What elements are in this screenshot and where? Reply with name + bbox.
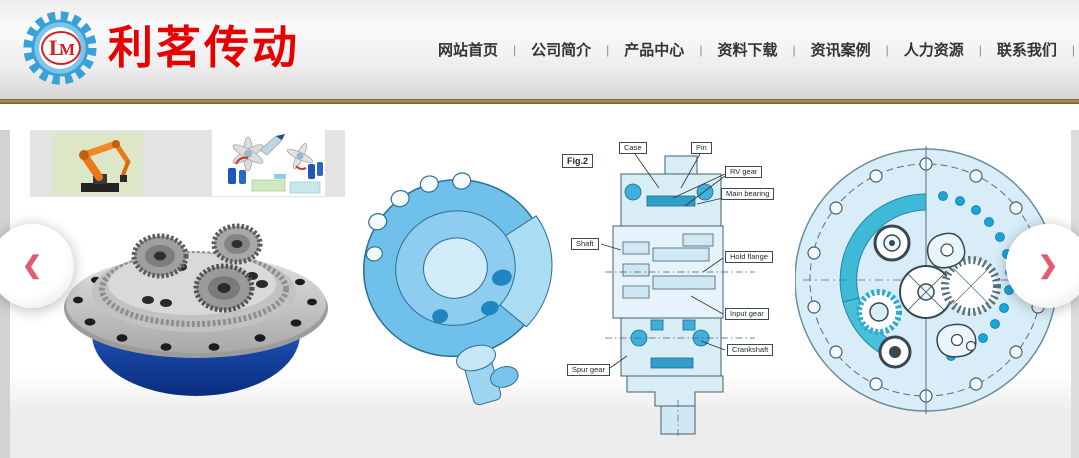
nav-separator: | — [978, 42, 982, 57]
carousel-next-button[interactable]: ❯ — [1006, 224, 1079, 308]
company-name: 利茗传动 — [108, 22, 301, 73]
nav-item-contact[interactable]: 联系我们 — [996, 42, 1057, 59]
propeller-thumbnail — [212, 130, 325, 196]
label-input-gear: Input gear — [725, 308, 769, 320]
nav-item-downloads[interactable]: 资料下载 — [717, 42, 778, 59]
label-pin: Pin — [691, 142, 712, 154]
reducer-front-diagram — [794, 140, 1058, 432]
nav-item-hr[interactable]: 人力资源 — [903, 42, 964, 59]
nav-separator: | — [1071, 42, 1075, 57]
nav-item-news[interactable]: 资讯案例 — [810, 42, 871, 59]
logo-monogram: L M — [41, 31, 81, 65]
label-hold-flange: Hold flange — [725, 251, 773, 263]
label-main-bearing: Main bearing — [721, 188, 775, 200]
main-nav: 网站首页 | 公司简介 | 产品中心 | 资料下载 | 资讯案例 | 人力资源 … — [423, 0, 1075, 99]
robot-thumbnail — [53, 133, 143, 195]
figure-label: Fig.2 — [562, 154, 594, 168]
gear-logo-icon: L M — [22, 10, 98, 86]
label-rv-gear: RV gear — [725, 166, 763, 178]
label-shaft: Shaft — [571, 238, 599, 250]
spur-gears — [131, 223, 263, 313]
nav-separator: | — [699, 42, 703, 57]
label-spur-gear: Spur gear — [567, 364, 610, 376]
reducer-cross-section-diagram: Fig.2 Case Pin RV gear Main bearing Shaf… — [555, 130, 807, 442]
reducer-product-photo — [56, 204, 338, 406]
logo[interactable]: L M 利茗传动 — [22, 10, 300, 86]
label-case: Case — [619, 142, 647, 154]
label-crankshaft: Crankshaft — [727, 344, 774, 356]
thumbnail-strip — [30, 130, 345, 197]
nav-item-home[interactable]: 网站首页 — [438, 42, 499, 59]
reducer-cutaway-illustration — [358, 140, 554, 436]
nav-separator: | — [513, 42, 517, 57]
site-header: L M 利茗传动 网站首页 | 公司简介 | 产品中心 | 资料下载 | 资讯案… — [0, 0, 1079, 99]
hero-carousel: Fig.2 Case Pin RV gear Main bearing Shaf… — [0, 130, 1079, 458]
nav-separator: | — [606, 42, 610, 57]
nav-item-products[interactable]: 产品中心 — [624, 42, 685, 59]
chevron-right-icon: ❯ — [1037, 252, 1059, 279]
nav-separator: | — [885, 42, 889, 57]
nav-item-about[interactable]: 公司简介 — [531, 42, 592, 59]
gold-divider-bar — [0, 99, 1079, 104]
carousel-prev-button[interactable]: ❮ — [0, 224, 74, 308]
monogram-letter-m: M — [59, 40, 76, 59]
monogram-letter-l: L — [49, 35, 64, 60]
chevron-left-icon: ❮ — [21, 252, 43, 279]
nav-separator: | — [792, 42, 796, 57]
header-spacer — [0, 104, 1079, 130]
